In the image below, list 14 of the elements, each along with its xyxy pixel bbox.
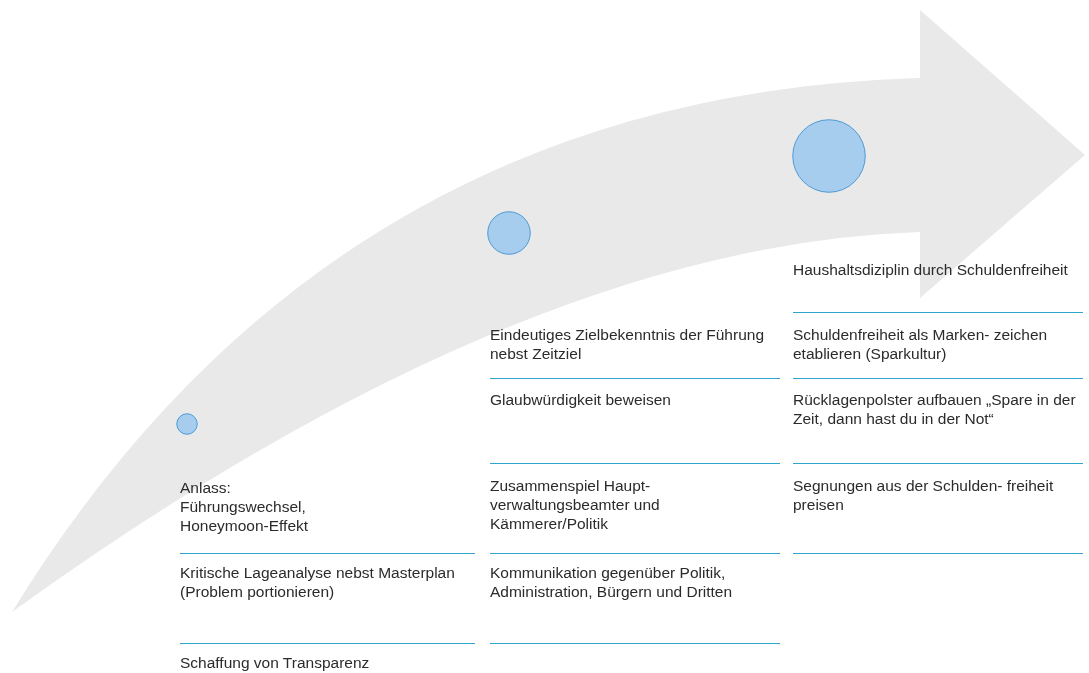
step-text: Kritische Lageanalyse nebst Masterplan (Problem portionieren) (180, 563, 456, 601)
step-text: Schuldenfreiheit als Marken- zeichen etablieren (Sparkultur) (793, 325, 1049, 363)
step-text: Schaffung von Transparenz (180, 653, 370, 672)
milestone-circle (487, 211, 531, 255)
step-text: Anlass: Führungswechsel, Honeymoon-Effekt (180, 478, 310, 535)
step-text: Glaubwürdigkeit beweisen (490, 390, 671, 409)
step-text: Zusammenspiel Haupt- verwaltungsbeamter und Kämmerer/Politik (490, 476, 661, 533)
step-text: Rücklagenpolster aufbauen „Spare in der Zeit, dann hast du in der Not“ (793, 390, 1077, 428)
step-text: Haushaltsdiziplin durch Schuldenfreiheit (793, 260, 1068, 279)
step-text: Eindeutiges Zielbekenntnis der Führung nebst Zeitziel (490, 325, 765, 363)
milestone-circle (176, 413, 198, 435)
milestone-circle (792, 119, 866, 193)
step-text: Kommunikation gegenüber Politik, Administration, Bürgern und Dritten (490, 563, 734, 601)
step-text: Segnungen aus der Schulden- freiheit preisen (793, 476, 1055, 514)
